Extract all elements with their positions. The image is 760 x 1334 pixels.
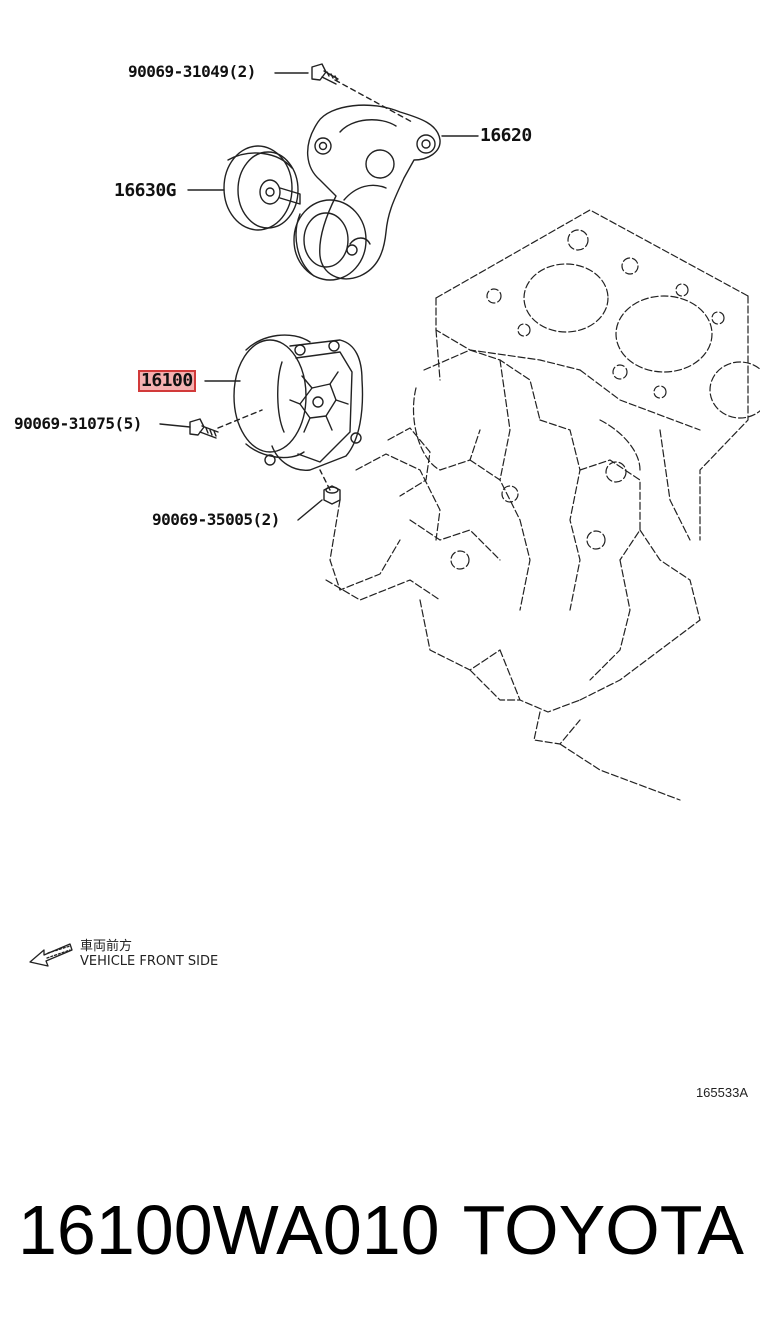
bolt-top-icon	[311, 63, 339, 85]
tensioner-assembly	[293, 104, 441, 281]
direction-label-jp: 車両前方	[80, 939, 133, 954]
leader-lines	[159, 72, 479, 521]
footer: 16100WA010 TOYOTA	[0, 1190, 760, 1280]
brand-name: TOYOTA	[462, 1191, 744, 1269]
water-pump	[233, 334, 364, 471]
callout-bolt-top[interactable]: 90069-31049(2)	[128, 62, 256, 81]
callout-idler-pulley[interactable]: 16630G	[114, 180, 177, 201]
callout-tensioner[interactable]: 16620	[480, 125, 532, 146]
illustration-code: 165533A	[695, 1085, 748, 1100]
callout-water-pump[interactable]: 16100	[138, 370, 196, 392]
nut-icon	[323, 485, 341, 505]
arrow-left-down-icon	[29, 943, 73, 967]
direction-label-en: VEHICLE FRONT SIDE	[80, 954, 219, 969]
idler-pulley	[223, 145, 301, 231]
engine-block	[325, 209, 760, 801]
part-number: 16100WA010	[18, 1191, 440, 1269]
bolt-pump-icon	[189, 418, 219, 439]
callout-bolt-pump[interactable]: 90069-31075(5)	[14, 414, 142, 433]
callout-nut-pump[interactable]: 90069-35005(2)	[152, 510, 280, 529]
